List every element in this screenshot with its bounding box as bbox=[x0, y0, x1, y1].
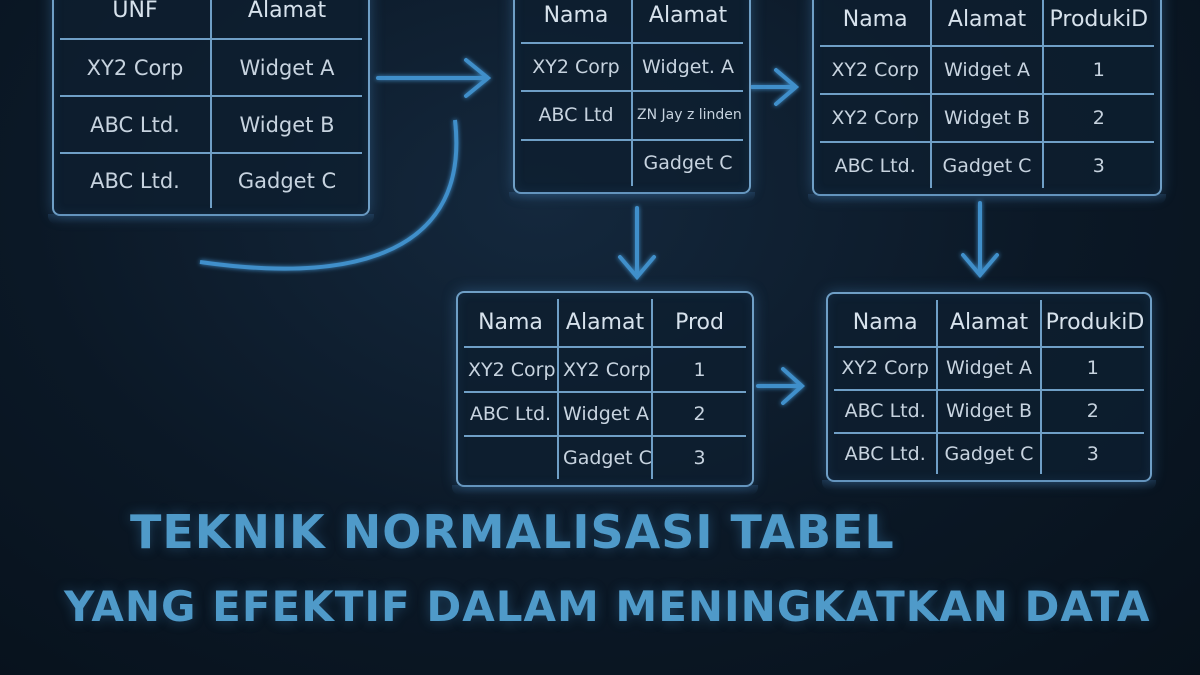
table-cell: Widget. A bbox=[631, 41, 743, 93]
table-step-2: Nama Alamat ProdukiD XY2 Corp Widget A 1… bbox=[808, 0, 1166, 204]
table-cell: Widget B bbox=[930, 93, 1044, 143]
table-step-1: Nama Alamat XY2 Corp Widget. A ABC Ltd Z… bbox=[509, 0, 755, 202]
table-cell: 3 bbox=[1039, 431, 1144, 474]
table-cell: Gadget C bbox=[631, 138, 743, 186]
table-row: XY2 Corp Widget A 1 bbox=[834, 345, 1144, 391]
table-cell: XY2 Corp bbox=[521, 41, 633, 93]
arrow-down-1 bbox=[618, 206, 656, 281]
table-cell: Widget B bbox=[936, 388, 1042, 434]
table-grid: Nama Alamat ProdukiD XY2 Corp Widget A 1… bbox=[834, 300, 1144, 474]
table-cell: 1 bbox=[651, 346, 746, 393]
table-cell: ABC Ltd. bbox=[464, 390, 559, 438]
table-cell: 2 bbox=[1041, 93, 1154, 143]
table-row: XY2 Corp Widget B 2 bbox=[820, 93, 1154, 143]
column-header: ProdukiD bbox=[1041, 0, 1154, 47]
table-cell: Gadget C bbox=[936, 431, 1042, 474]
table-cell: ABC Ltd. bbox=[820, 141, 933, 188]
table-row: ABC Ltd ZN Jay z linden bbox=[521, 90, 743, 141]
table-cell: XY2 Corp bbox=[820, 93, 933, 143]
table-row: ABC Ltd. Widget B bbox=[60, 95, 362, 155]
table-row: XY2 Corp Widget A 1 bbox=[820, 45, 1154, 95]
table-row: ABC Ltd. Gadget C 3 bbox=[834, 431, 1144, 474]
column-header: Prod bbox=[651, 299, 746, 349]
column-header: Alamat bbox=[936, 300, 1042, 348]
table-grid: UNF Alamat XY2 Corp Widget A ABC Ltd. Wi… bbox=[60, 0, 362, 208]
column-header: Nama bbox=[820, 0, 933, 47]
curved-connector bbox=[199, 119, 459, 271]
table-row: XY2 Corp Widget A bbox=[60, 38, 362, 98]
arrow-right-1 bbox=[376, 58, 492, 98]
headline-line-2: YANG EFEKTIF DALAM MENINGKATKAN DATA bbox=[64, 582, 1151, 631]
table-cell: XY2 Corp bbox=[820, 45, 933, 95]
column-header: ProdukiD bbox=[1039, 300, 1144, 348]
table-cell: Widget B bbox=[210, 95, 362, 155]
table-cell: ZN Jay z linden bbox=[631, 90, 743, 141]
table-row: XY2 Corp Widget. A bbox=[521, 41, 743, 93]
table-cell: 3 bbox=[651, 435, 746, 479]
arrow-down-2 bbox=[961, 201, 999, 279]
table-row: ABC Ltd. Widget B 2 bbox=[834, 388, 1144, 434]
table-grid: Nama Alamat XY2 Corp Widget. A ABC Ltd Z… bbox=[521, 0, 743, 186]
header-row: Nama Alamat bbox=[521, 0, 743, 44]
column-header: Alamat bbox=[210, 0, 362, 41]
table-cell: XY2 Corp bbox=[60, 38, 212, 98]
table-cell: Widget A bbox=[936, 345, 1042, 391]
table-cell: XY2 Corp bbox=[557, 346, 653, 393]
table-cell: 1 bbox=[1039, 345, 1144, 391]
table-cell: ABC Ltd. bbox=[60, 152, 212, 208]
column-header: Nama bbox=[521, 0, 633, 44]
table-row: ABC Ltd. Widget A 2 bbox=[464, 390, 746, 438]
header-row: Nama Alamat Prod bbox=[464, 299, 746, 349]
table-cell: Gadget C bbox=[210, 152, 362, 208]
table-cell: Widget A bbox=[557, 390, 653, 438]
table-cell: Gadget C bbox=[557, 435, 653, 479]
table-cell: Gadget C bbox=[930, 141, 1044, 188]
table-cell bbox=[464, 435, 559, 479]
column-header: Alamat bbox=[930, 0, 1044, 47]
table-cell: Widget A bbox=[210, 38, 362, 98]
table-cell: ABC Ltd bbox=[521, 90, 633, 141]
table-step-3: Nama Alamat Prod XY2 Corp XY2 Corp 1 ABC… bbox=[452, 291, 758, 495]
table-row: XY2 Corp XY2 Corp 1 bbox=[464, 346, 746, 393]
table-row: Gadget C bbox=[521, 138, 743, 186]
arrow-right-3 bbox=[756, 367, 805, 405]
arrow-right-2 bbox=[750, 68, 800, 106]
table-cell: XY2 Corp bbox=[834, 345, 939, 391]
table-cell bbox=[521, 138, 633, 186]
table-cell: 2 bbox=[651, 390, 746, 438]
header-row: UNF Alamat bbox=[60, 0, 362, 41]
table-cell: 1 bbox=[1041, 45, 1154, 95]
table-cell: XY2 Corp bbox=[464, 346, 559, 393]
table-cell: ABC Ltd. bbox=[834, 431, 939, 474]
table-cell: ABC Ltd. bbox=[834, 388, 939, 434]
table-grid: Nama Alamat Prod XY2 Corp XY2 Corp 1 ABC… bbox=[464, 299, 746, 479]
table-cell: 3 bbox=[1041, 141, 1154, 188]
table-cell: Widget A bbox=[930, 45, 1044, 95]
table-row: ABC Ltd. Gadget C bbox=[60, 152, 362, 208]
header-row: Nama Alamat ProdukiD bbox=[834, 300, 1144, 348]
column-header: UNF bbox=[60, 0, 212, 41]
column-header: Alamat bbox=[631, 0, 743, 44]
header-row: Nama Alamat ProdukiD bbox=[820, 0, 1154, 47]
table-row: Gadget C 3 bbox=[464, 435, 746, 479]
table-cell: ABC Ltd. bbox=[60, 95, 212, 155]
column-header: Nama bbox=[464, 299, 559, 349]
column-header: Nama bbox=[834, 300, 939, 348]
table-unnormalized: UNF Alamat XY2 Corp Widget A ABC Ltd. Wi… bbox=[48, 0, 374, 224]
table-cell: 2 bbox=[1039, 388, 1144, 434]
table-row: ABC Ltd. Gadget C 3 bbox=[820, 141, 1154, 188]
column-header: Alamat bbox=[557, 299, 653, 349]
table-normalized: Nama Alamat ProdukiD XY2 Corp Widget A 1… bbox=[822, 292, 1156, 490]
headline-line-1: TEKNIK NORMALISASI TABEL bbox=[130, 505, 895, 559]
table-grid: Nama Alamat ProdukiD XY2 Corp Widget A 1… bbox=[820, 0, 1154, 188]
